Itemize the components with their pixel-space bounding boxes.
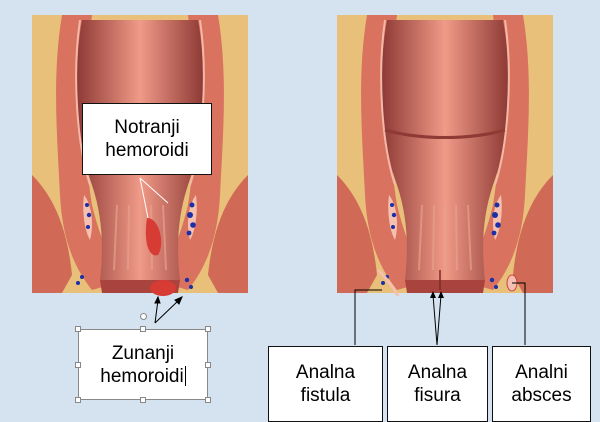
rotate-handle[interactable] [140, 313, 147, 320]
resize-handle[interactable] [205, 362, 211, 368]
resize-handle[interactable] [75, 397, 81, 403]
internal-hemorrhoid [145, 218, 162, 256]
label-line: Notranji [114, 117, 180, 138]
fistula-tract [376, 268, 400, 297]
label-line: hemoroidi [100, 365, 184, 387]
resize-handle[interactable] [205, 397, 211, 403]
label-line: Zunanji [111, 342, 175, 364]
label-line: Analna [295, 362, 356, 383]
resize-handle[interactable] [75, 362, 81, 368]
resize-handle[interactable] [75, 326, 81, 332]
right-anatomy-illustration [336, 14, 554, 346]
resize-handle[interactable] [140, 326, 146, 332]
label-line: absces [511, 385, 572, 406]
label-line: fistula [300, 385, 351, 406]
label-line: fisura [414, 385, 461, 406]
resize-handle[interactable] [205, 326, 211, 332]
external-hemorrhoid [150, 280, 176, 296]
label-line: Analna [407, 362, 468, 383]
label-line: Analni [515, 362, 568, 383]
label-line: hemoroidi [105, 140, 189, 161]
left-anatomy-illustration [31, 14, 249, 324]
text-cursor [184, 366, 186, 387]
resize-handle[interactable] [140, 397, 146, 403]
